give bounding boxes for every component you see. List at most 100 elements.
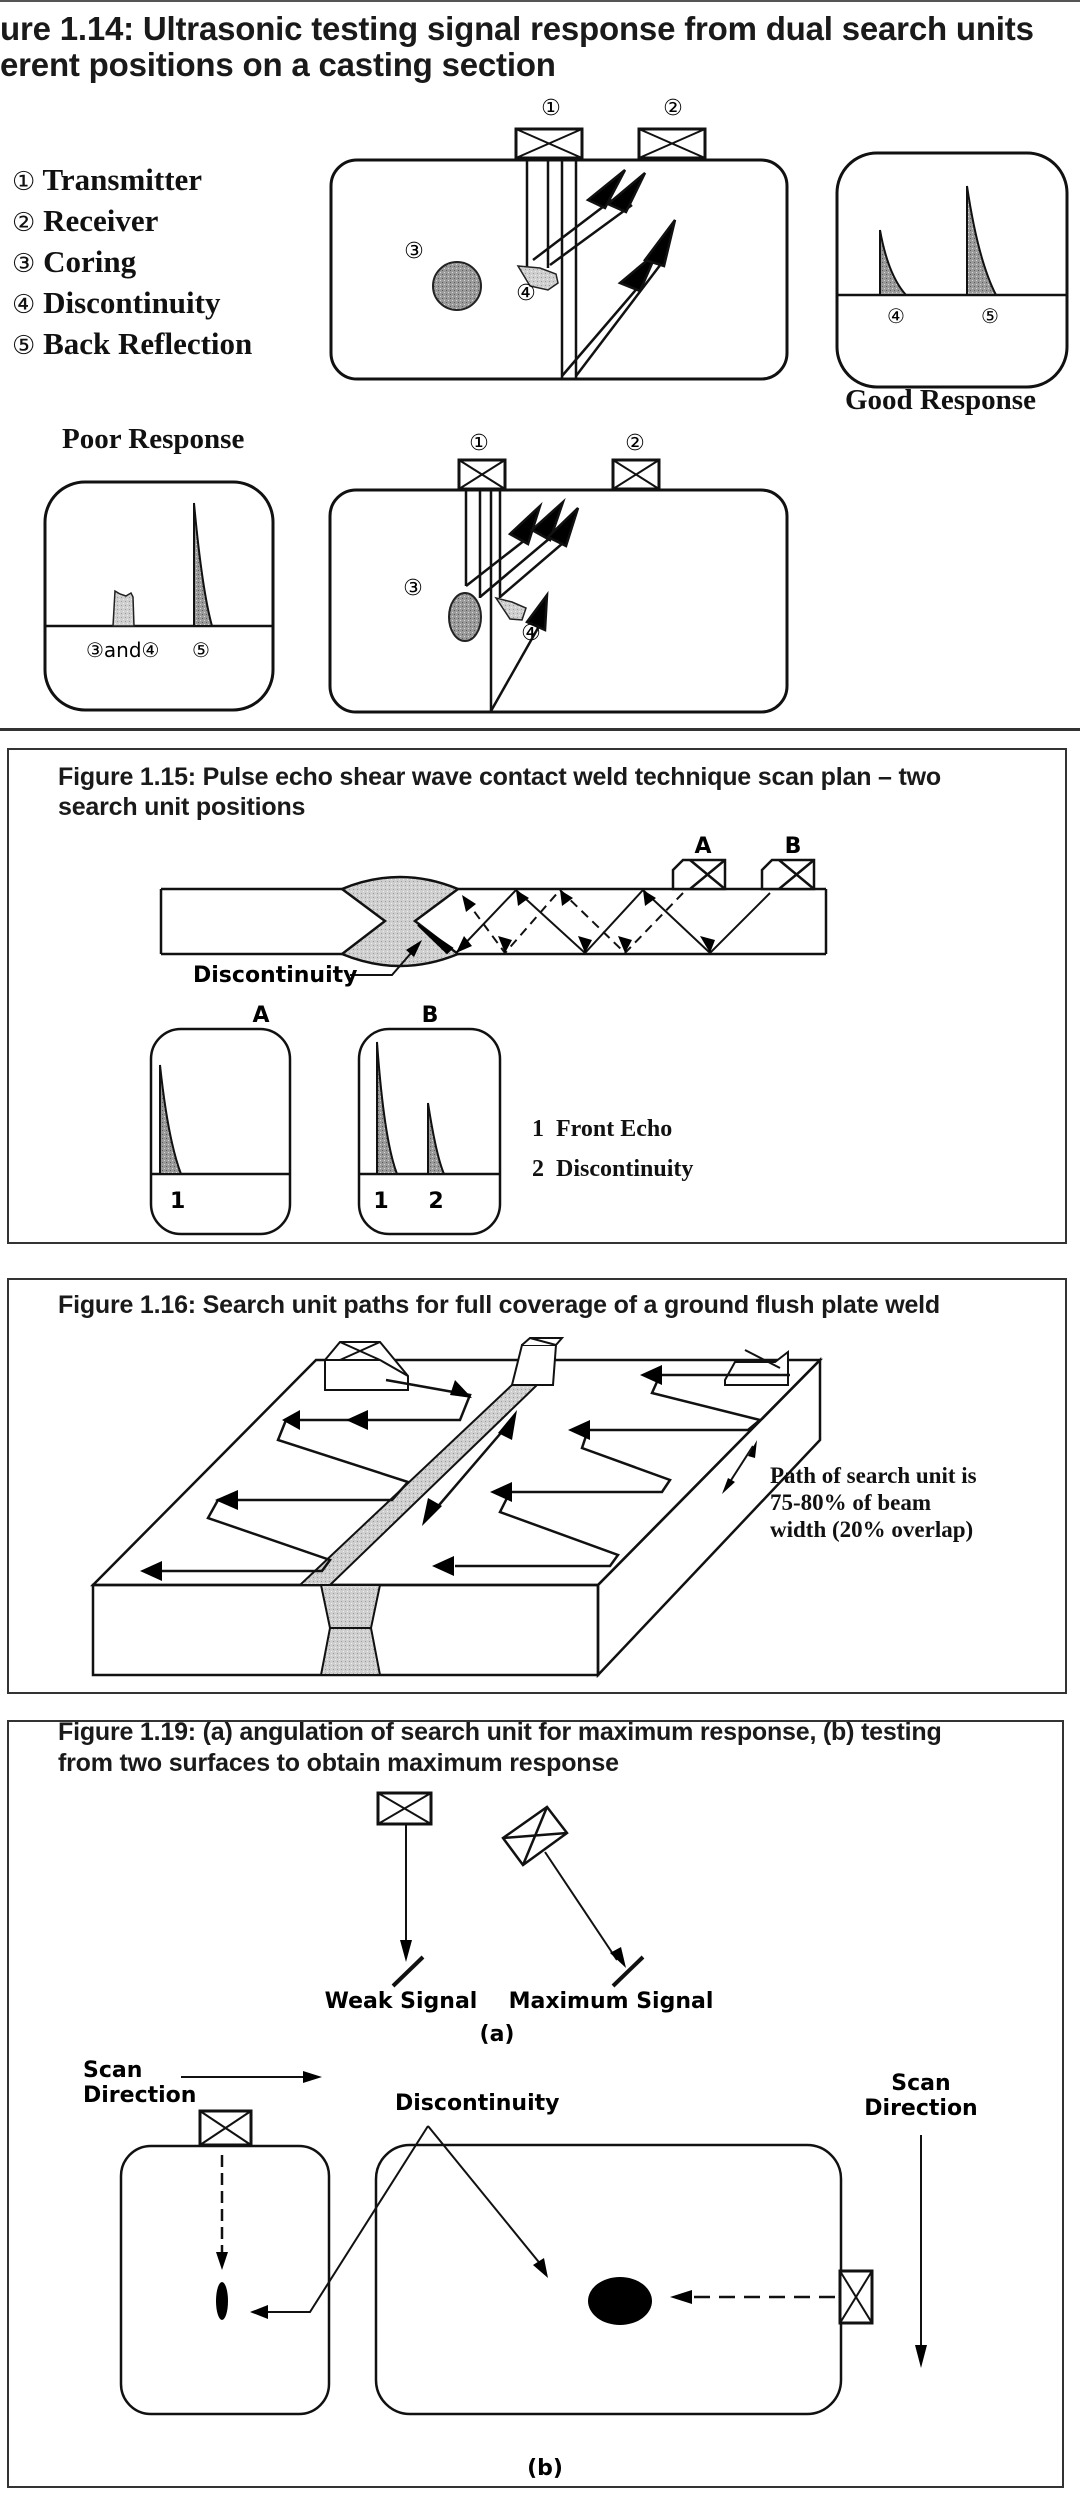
legend-item-transmitter: ① Transmitter <box>12 162 203 197</box>
receiver-probe-poor-icon <box>611 458 661 491</box>
figure-1-19-title-line-2: from two surfaces to obtain maximum resp… <box>58 1749 619 1777</box>
poor-marker-3: ③ <box>403 576 423 601</box>
screen-a-label: A <box>252 1003 269 1028</box>
poor-screen-marker-34: ③and④ <box>86 638 160 662</box>
receiver-probe-icon <box>637 127 707 160</box>
weld-discontinuity <box>417 924 454 955</box>
transmitter-beams <box>525 160 578 379</box>
maximum-signal-label: Maximum Signal <box>509 1989 714 2014</box>
weld-bead <box>339 875 461 968</box>
scan-direction-left-line-2: Direction <box>83 2083 196 2108</box>
screen-b-label: B <box>422 1003 439 1028</box>
figure-1-19-title-line-1: Figure 1.19: (a) angulation of search un… <box>58 1718 942 1746</box>
discontinuity-leader-left-arrowhead <box>250 2305 268 2319</box>
reflected-beam-arrows-poor <box>465 497 580 712</box>
figure-1-15-title-line-1: Figure 1.15: Pulse echo shear wave conta… <box>58 763 941 791</box>
straight-probe-icon <box>376 1791 433 1826</box>
figure-1-15-frame <box>7 748 1067 1244</box>
overlap-annotation-line-3: width (20% overlap) <box>770 1517 974 1542</box>
good-marker-5: ⑤ <box>981 304 999 328</box>
top-probe-arrowhead <box>216 2252 228 2270</box>
overlap-arrowhead-up <box>748 1440 757 1458</box>
figure-1-15-title-line-2: search unit positions <box>58 793 306 821</box>
scan-path-left <box>162 1378 472 1573</box>
peak-back-reflection-poor <box>193 502 214 627</box>
probe-b-label: B <box>785 834 802 859</box>
probe-b-icon <box>760 858 816 891</box>
leader-arrowhead <box>406 940 422 957</box>
poor-marker-1: ① <box>469 431 489 456</box>
poor-response-label: Poor Response <box>62 423 245 455</box>
discontinuity-shape <box>516 265 559 291</box>
casting-body <box>329 158 789 381</box>
legend-item-coring: ③ Coring <box>12 244 137 279</box>
discontinuity-small <box>216 2282 228 2320</box>
probe-center-icon <box>510 1337 565 1386</box>
figure-1-14-bottom-rule <box>0 728 1080 731</box>
side-probe-arrowhead <box>670 2290 692 2304</box>
legend-item-back-reflection: ⑤ Back Reflection <box>12 326 253 361</box>
legend-item-discontinuity: ④ Discontinuity <box>12 285 221 320</box>
figure-1-14-legend: ① Transmitter ② Receiver ③ Coring ④ Disc… <box>12 160 252 365</box>
reflected-beam-arrows <box>532 169 677 377</box>
side-probe-icon <box>838 2269 874 2325</box>
probe-left-icon <box>324 1341 409 1391</box>
left-test-piece <box>119 2144 331 2416</box>
screen-a-peak-1-label: 1 <box>170 1189 185 1214</box>
weld-arrowhead-down <box>422 1498 442 1526</box>
part-a-label: (a) <box>480 2022 515 2047</box>
maximum-signal-reflector <box>611 1955 645 1988</box>
discontinuity-leader-left <box>254 2125 429 2313</box>
top-rule <box>0 0 1080 2</box>
legend-item-receiver: ② Receiver <box>12 203 159 238</box>
poor-screen-marker-5: ⑤ <box>192 638 210 662</box>
probe-a-label: A <box>694 834 711 859</box>
scan-direction-right-arrowhead <box>915 2345 927 2368</box>
weak-signal-label: Weak Signal <box>325 1989 478 2014</box>
poor-response-screen <box>43 480 275 712</box>
discontinuity-leader-right <box>427 2125 543 2267</box>
beam-path-solid <box>455 888 771 955</box>
marker-1-label: ① <box>541 96 561 121</box>
scan-direction-right-line-2: Direction <box>864 2096 977 2121</box>
straight-beam-arrowhead <box>400 1940 412 1962</box>
screen-a-peak-front-echo <box>159 1064 183 1175</box>
good-response-screen <box>835 151 1069 389</box>
screen-b <box>357 1027 502 1236</box>
scan-path-arrowheads <box>140 1365 662 1581</box>
screen-a <box>149 1027 292 1236</box>
weak-signal-reflector <box>391 1955 425 1988</box>
angled-beam-arrowhead <box>610 1947 626 1968</box>
legend-front-echo: 1 Front Echo <box>532 1116 673 1142</box>
figure-1-19-frame <box>7 1720 1064 2488</box>
casting-body-poor <box>328 488 789 714</box>
figure-1-14-title-line-2: erent positions on a casting section <box>0 46 556 83</box>
marker-2-label: ② <box>663 96 683 121</box>
transmitter-probe-icon <box>514 127 584 160</box>
scan-direction-left-line-1: Scan <box>83 2058 142 2083</box>
beam-arrowheads <box>456 890 715 953</box>
probe-right-icon <box>724 1349 789 1386</box>
coring-inclusion-poor <box>448 592 482 642</box>
good-marker-4: ④ <box>887 304 905 328</box>
marker-3-label: ③ <box>404 239 424 264</box>
screen-b-peak-2-label: 2 <box>428 1189 443 1214</box>
weld-arrowhead-up <box>498 1410 517 1440</box>
discontinuity-shape-poor <box>494 596 527 621</box>
angled-probe-icon <box>501 1805 569 1867</box>
poor-marker-2: ② <box>625 431 645 456</box>
discontinuity-label: Discontinuity <box>193 963 358 988</box>
overlap-arrowhead-down <box>722 1478 735 1494</box>
figure-1-14-title-line-1: ure 1.14: Ultrasonic testing signal resp… <box>0 10 1034 47</box>
weld-scan-plan: A B Discontinuity A 1 B 1 2 <box>149 834 828 1236</box>
probe-a-icon <box>671 858 727 891</box>
legend-discontinuity: 2 Discontinuity <box>532 1156 694 1182</box>
scan-direction-left-arrowhead <box>303 2071 322 2083</box>
screen-b-peak-front-echo <box>376 1041 399 1175</box>
peak-coring-and-discontinuity <box>112 589 135 627</box>
angled-beam <box>544 1851 618 1961</box>
marker-4-label: ④ <box>516 281 536 306</box>
plate-weld-scan-paths <box>90 1337 823 1679</box>
screen-b-peak-1-label: 1 <box>373 1189 388 1214</box>
